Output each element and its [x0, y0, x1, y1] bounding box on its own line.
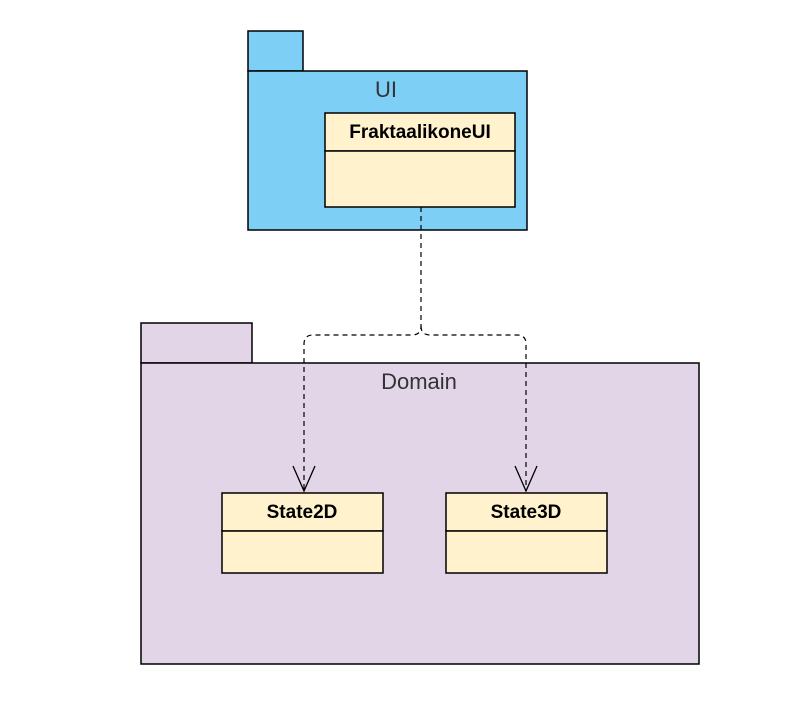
class-fraktaalikoneui-name: FraktaalikoneUI — [349, 122, 491, 143]
class-state3d[interactable]: State3D — [445, 492, 608, 574]
open-arrowhead-state3d — [514, 465, 538, 493]
class-state2d-name: State2D — [267, 502, 338, 523]
class-state3d-name: State3D — [491, 502, 562, 523]
class-state2d[interactable]: State2D — [221, 492, 384, 574]
package-ui-label: UI — [375, 77, 397, 102]
package-ui-tab — [247, 30, 304, 72]
dependency-to-state2d[interactable] — [292, 207, 422, 493]
open-arrowhead-state2d — [292, 465, 316, 493]
dependency-line-state2d — [303, 207, 422, 491]
class-fraktaalikoneui-header — [324, 112, 516, 152]
package-domain-tab — [140, 322, 253, 364]
dependency-to-state3d[interactable] — [420, 325, 538, 493]
class-fraktaalikoneui-body — [324, 150, 516, 208]
class-state3d-body — [445, 530, 608, 574]
class-fraktaalikoneui[interactable]: FraktaalikoneUI — [324, 112, 516, 208]
class-state2d-body — [221, 530, 384, 574]
dependency-line-state3d — [420, 325, 527, 491]
package-domain-label: Domain — [381, 369, 457, 394]
